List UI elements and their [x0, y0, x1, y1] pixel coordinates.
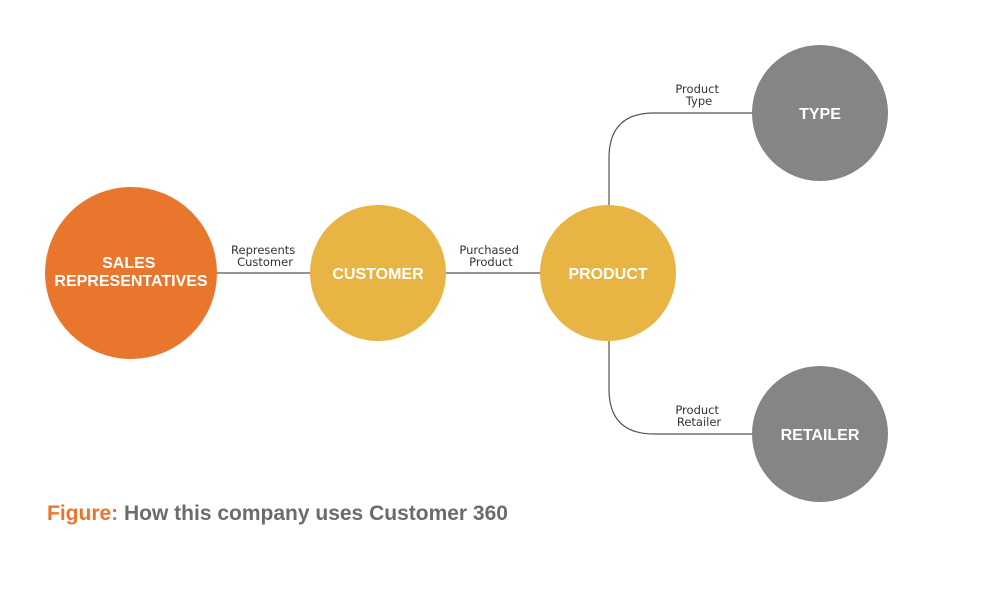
node-sales-representatives: SALES REPRESENTATIVES [45, 187, 217, 359]
edge-label-line: Represents [231, 243, 295, 257]
edge-product-type [608, 112, 753, 205]
node-label: RETAILER [781, 427, 860, 444]
figure-caption: Figure: How this company uses Customer 3… [47, 502, 508, 526]
node-retailer: RETAILER [752, 366, 888, 502]
node-circle [310, 205, 446, 341]
node-label: TYPE [799, 106, 841, 123]
node-label: SALES REPRESENTATIVES [54, 255, 208, 290]
edge-label-line: Product [675, 403, 719, 417]
edge-label-line: Type [685, 94, 712, 108]
node-label-line: SALES [102, 255, 156, 272]
node-label: PRODUCT [568, 266, 647, 283]
edge-label-line: Retailer [677, 415, 722, 429]
edge-label-product-retailer: Product Retailer [675, 403, 722, 429]
edge-label-line: Product [675, 82, 719, 96]
node-type: TYPE [752, 45, 888, 181]
edge-label-product-type: Product Type [675, 82, 722, 108]
node-circle [752, 45, 888, 181]
node-label: CUSTOMER [332, 266, 424, 283]
edge-label-line: Purchased [459, 243, 519, 257]
node-product: PRODUCT [540, 205, 676, 341]
node-circle [45, 187, 217, 359]
node-circle [540, 205, 676, 341]
node-customer: CUSTOMER [310, 205, 446, 341]
node-label-line: REPRESENTATIVES [54, 273, 208, 290]
edge-label-line: Product [469, 255, 513, 269]
edge-label-line: Customer [237, 255, 293, 269]
edge-label-purchased: Purchased Product [459, 243, 522, 269]
caption-label: Figure: [47, 502, 119, 525]
caption-text: How this company uses Customer 360 [124, 502, 508, 525]
node-circle [752, 366, 888, 502]
edge-label-represents: Represents Customer [231, 243, 299, 269]
edge-product-retailer [608, 341, 753, 435]
